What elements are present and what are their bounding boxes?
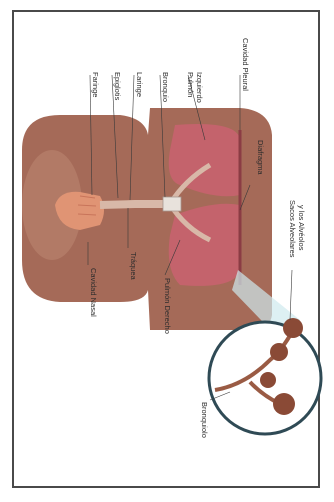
label-cavidad-nasal: Cavidad Nasal	[89, 268, 98, 317]
label-sacos-1: Sacos Alveolares	[288, 200, 297, 258]
label-pulmon-izquierdo-1: Pulmón	[186, 72, 195, 97]
label-pulmon-izquierdo-2: Izquierdo	[195, 72, 204, 103]
label-traquea: Tráquea	[129, 252, 138, 280]
leader-sacos	[290, 270, 292, 320]
carina-shape	[163, 197, 181, 211]
label-pulmon-derecho: Pulmón Derecho	[163, 278, 172, 334]
alveolar-sac-2	[270, 343, 288, 361]
label-epiglotis: Epiglotis	[113, 72, 122, 101]
label-sacos-2: y los Alvéolos	[297, 205, 306, 251]
alveoli-inset	[209, 318, 321, 434]
label-diafragma: Diafragma	[256, 140, 265, 175]
label-faringe: Faringe	[91, 72, 100, 97]
label-bronquio: Bronquio	[161, 72, 170, 102]
label-bronquiolo: Bronquiolo	[200, 402, 209, 438]
label-cavidad-pleural: Cavidad Pleural	[241, 38, 250, 91]
alveolar-sac-1	[283, 318, 303, 338]
alveolar-sac-3	[273, 393, 295, 415]
alveolar-sac-4	[260, 372, 276, 388]
label-laringe: Laringe	[135, 72, 144, 97]
